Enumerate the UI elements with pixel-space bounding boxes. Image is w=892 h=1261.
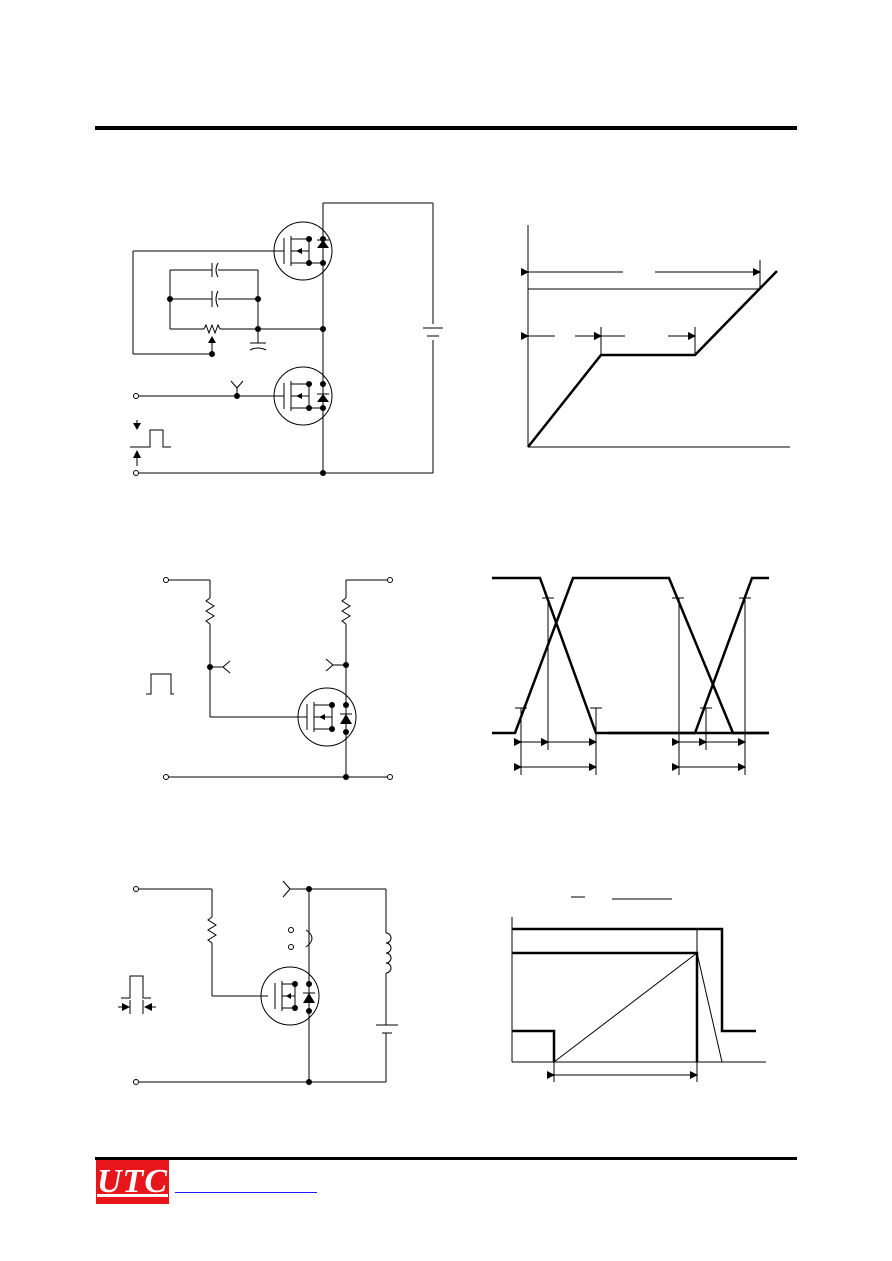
logo-text: UTC — [97, 1163, 168, 1200]
footer-rule — [95, 1157, 797, 1160]
switching-waveforms — [492, 576, 769, 775]
gate-charge-test-circuit — [130, 202, 443, 476]
header-rule — [95, 126, 797, 130]
unclamped-inductive-waveforms — [511, 896, 766, 1082]
mosfet-symbol — [260, 966, 320, 1026]
gate-charge-waveform — [521, 225, 790, 448]
battery-symbol — [423, 327, 443, 337]
switching-test-circuit — [146, 577, 393, 780]
mosfet-symbol — [273, 221, 333, 281]
website-link[interactable] — [175, 1192, 317, 1193]
unclamped-inductive-test-circuit — [118, 880, 398, 1085]
mosfet-symbol — [297, 687, 357, 747]
utc-logo: UTC — [96, 1160, 169, 1204]
